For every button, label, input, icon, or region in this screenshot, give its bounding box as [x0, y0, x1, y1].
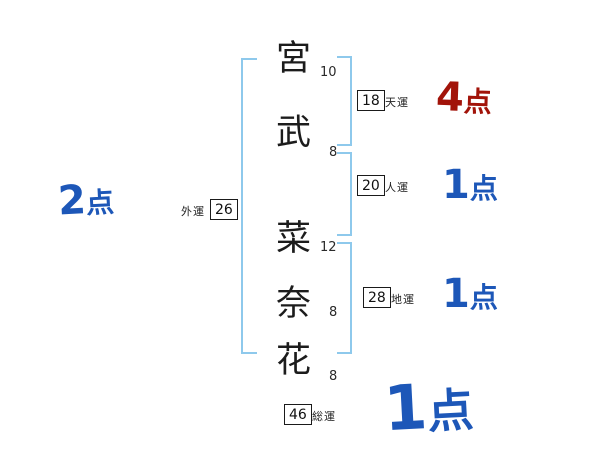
- outer-fortune-bracket: [241, 58, 257, 354]
- heaven-fortune-score-number: 4: [435, 74, 465, 121]
- stroke-count-2: 8: [329, 145, 338, 160]
- stroke-count-1: 10: [320, 65, 337, 80]
- heaven-fortune-label: 天運: [385, 96, 409, 109]
- outer-fortune-score-unit: 点: [85, 185, 115, 220]
- total-fortune-label: 総運: [312, 410, 336, 423]
- person-fortune-score-unit: 点: [469, 172, 498, 205]
- name-char-2: 武: [276, 113, 312, 153]
- name-char-5: 花: [276, 341, 312, 381]
- outer-fortune-score-number: 2: [56, 177, 88, 225]
- stroke-count-4: 8: [329, 305, 338, 320]
- total-fortune-score-number: 1: [382, 370, 430, 446]
- heaven-fortune-score: 4点: [435, 74, 493, 121]
- name-char-3: 菜: [276, 219, 312, 259]
- earth-fortune-score: 1点: [442, 274, 498, 314]
- person-fortune-bracket: [337, 152, 352, 236]
- total-fortune-score-unit: 点: [425, 382, 475, 440]
- person-fortune-score-number: 1: [442, 162, 470, 208]
- outer-fortune-value-box: 26: [210, 199, 238, 220]
- name-char-4: 奈: [276, 284, 312, 324]
- outer-fortune-score: 2点: [56, 177, 115, 225]
- heaven-fortune-score-unit: 点: [463, 85, 493, 119]
- outer-fortune-label: 外運: [181, 205, 205, 218]
- heaven-fortune-value-box: 18: [357, 90, 385, 111]
- total-fortune-score: 1点: [382, 370, 475, 445]
- earth-fortune-score-number: 1: [442, 271, 470, 317]
- earth-fortune-bracket: [337, 242, 352, 354]
- earth-fortune-label: 地運: [391, 293, 415, 306]
- stroke-count-5: 8: [329, 369, 338, 384]
- stroke-count-3: 12: [320, 240, 337, 255]
- name-char-1: 宮: [276, 39, 312, 79]
- earth-fortune-value-box: 28: [363, 287, 391, 308]
- earth-fortune-score-unit: 点: [469, 281, 498, 314]
- total-fortune-value-box: 46: [284, 404, 312, 425]
- person-fortune-label: 人運: [385, 181, 409, 194]
- person-fortune-score: 1点: [442, 165, 498, 205]
- heaven-fortune-bracket: [337, 56, 352, 146]
- person-fortune-value-box: 20: [357, 175, 385, 196]
